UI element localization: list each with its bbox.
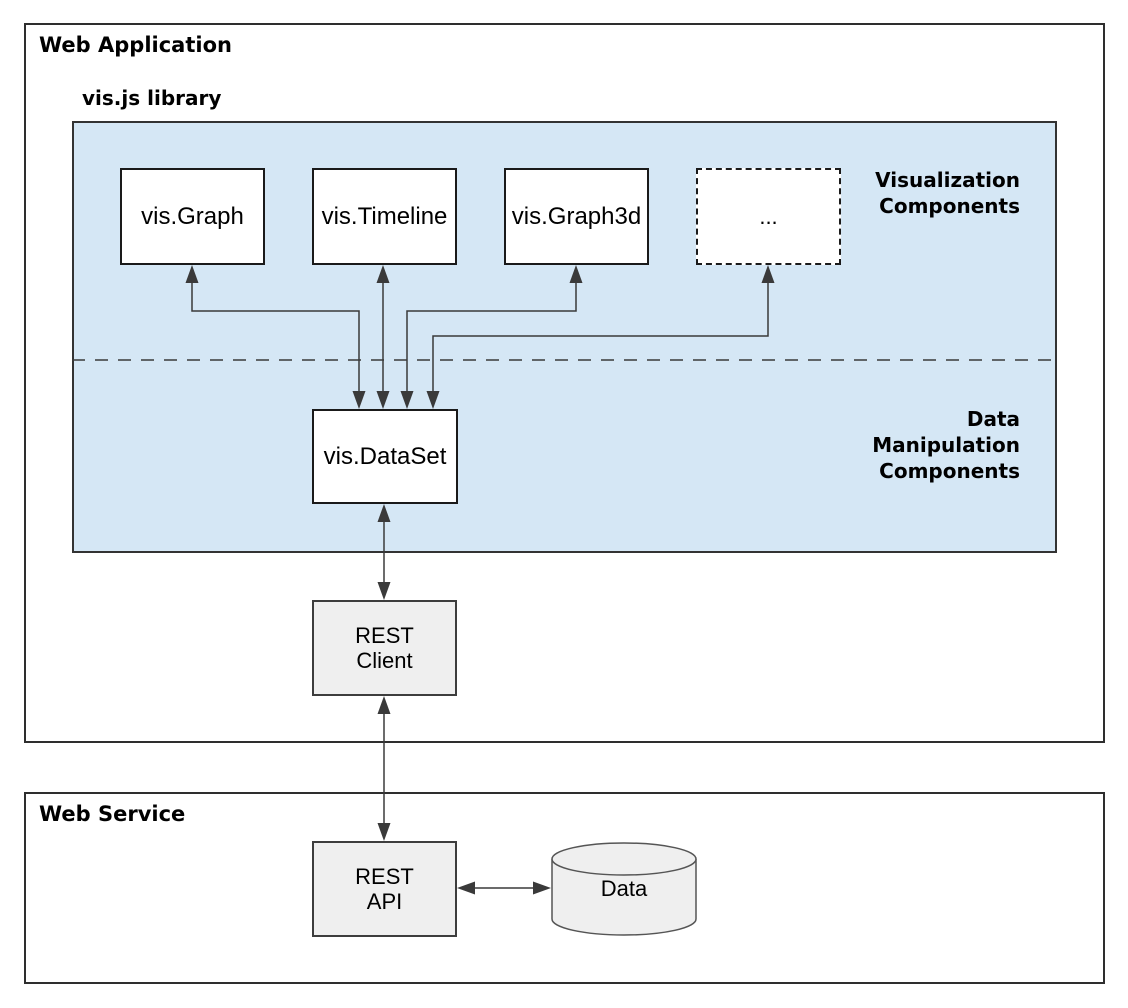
node-vis-timeline: vis.Timeline (312, 168, 457, 265)
web-service-container: Web Service (24, 792, 1105, 984)
web-service-title: Web Service (39, 802, 186, 826)
node-rest-client-label-line2: Client (356, 648, 413, 673)
data-manipulation-label-line2: Manipulation (872, 433, 1020, 457)
data-manipulation-components-label: Data Manipulation Components (720, 406, 1020, 484)
data-manipulation-label-line1: Data (966, 407, 1020, 431)
node-vis-graph3d: vis.Graph3d (504, 168, 649, 265)
data-manipulation-label-line3: Components (879, 459, 1020, 483)
node-rest-client: REST Client (312, 600, 457, 696)
web-application-title: Web Application (39, 33, 232, 57)
node-vis-dataset-label: vis.DataSet (323, 442, 447, 470)
node-rest-api: REST API (312, 841, 457, 937)
node-rest-api-label-line2: API (366, 889, 403, 914)
visualization-components-label: Visualization Components (720, 167, 1020, 219)
node-data-store-label: Data (600, 876, 648, 901)
node-more-components: ... (696, 168, 841, 265)
node-vis-timeline-label: vis.Timeline (321, 202, 448, 230)
node-rest-client-label-line1: REST (355, 623, 414, 648)
visualization-components-label-line1: Visualization (875, 168, 1020, 192)
node-data-store: Data (551, 844, 697, 934)
node-vis-graph-label: vis.Graph (141, 202, 244, 230)
visjs-library-label: vis.js library (82, 86, 222, 110)
visualization-components-label-line2: Components (879, 194, 1020, 218)
node-rest-api-label-line1: REST (355, 864, 414, 889)
node-vis-graph: vis.Graph (120, 168, 265, 265)
node-vis-graph3d-label: vis.Graph3d (511, 202, 642, 230)
node-more-components-label: ... (759, 203, 778, 229)
node-vis-dataset: vis.DataSet (312, 409, 458, 504)
